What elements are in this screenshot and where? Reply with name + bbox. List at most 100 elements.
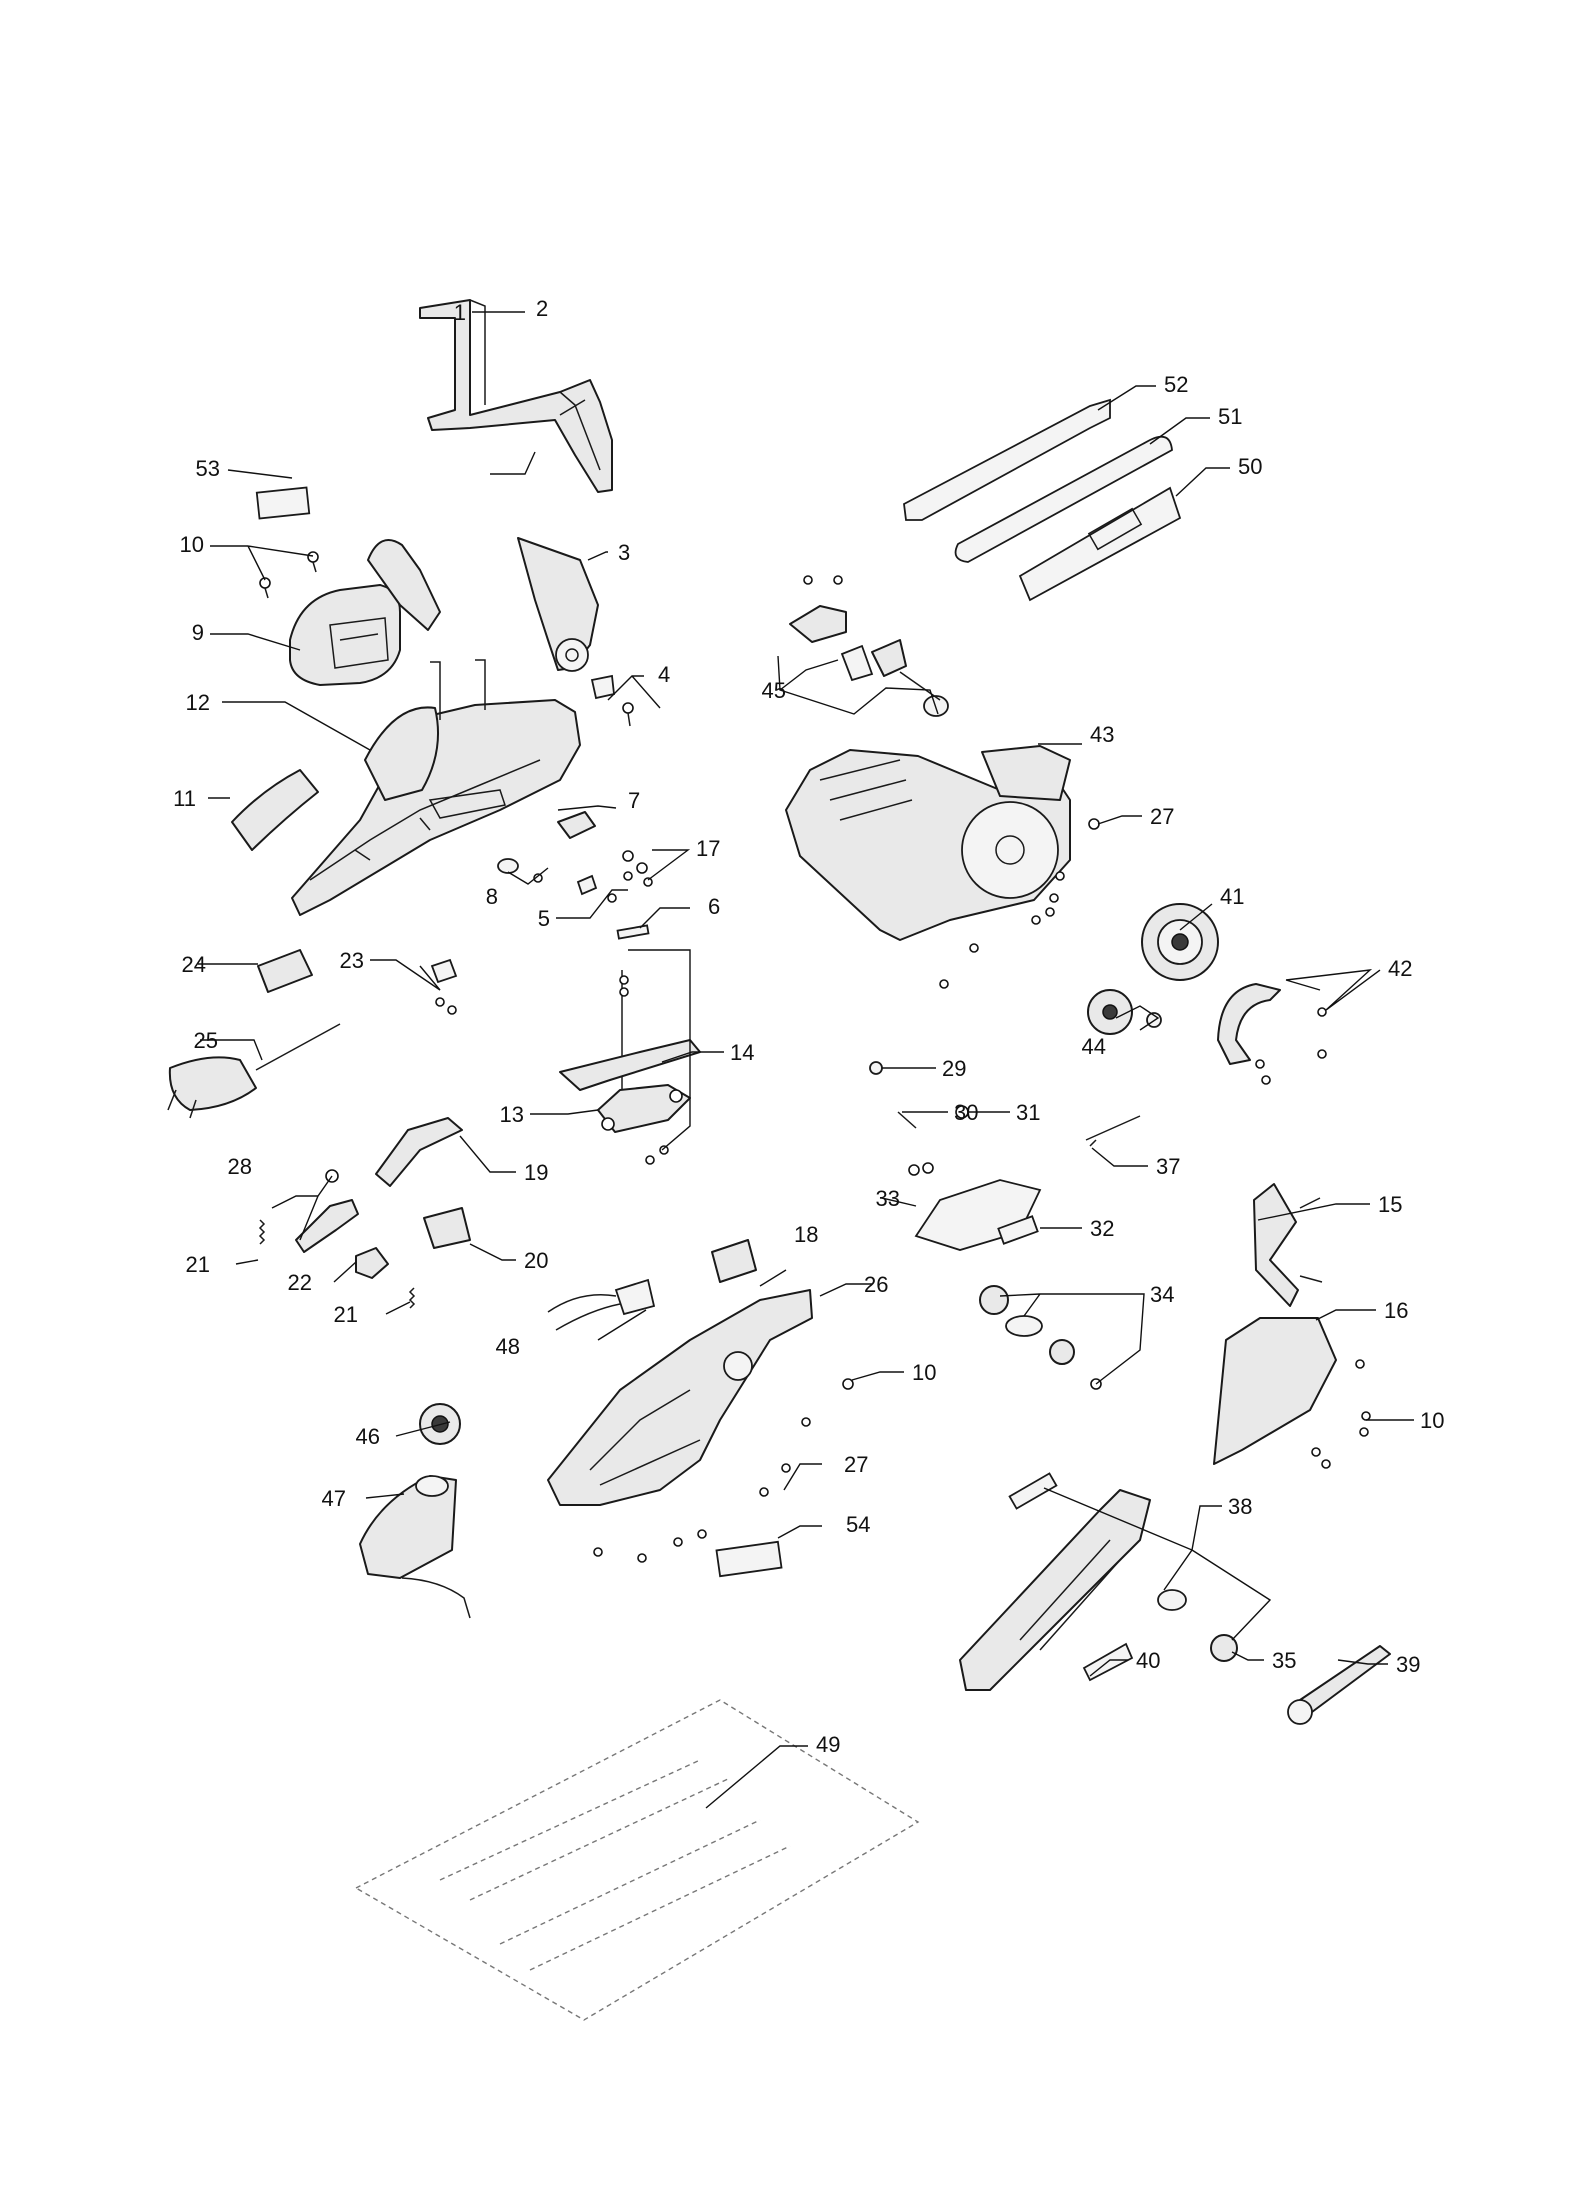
part-43-motor — [785, 745, 1071, 941]
part-52-guide-bar — [903, 398, 1111, 521]
callout-18: 18 — [794, 1222, 818, 1247]
callout-9: 9 — [192, 620, 204, 645]
part-22-cam — [355, 1247, 389, 1279]
callout-4: 4 — [658, 662, 670, 687]
part-24-cable-sleeve — [257, 949, 313, 993]
part-50-bar-cover — [1018, 486, 1182, 602]
callout-16: 16 — [1384, 1298, 1408, 1323]
part-21-springs — [258, 1219, 416, 1309]
part-13-14-switch-assembly — [559, 970, 701, 1165]
leader-lines — [198, 311, 1414, 1809]
part-25-power-plug — [167, 1023, 341, 1119]
callout-35: 35 — [1272, 1648, 1296, 1673]
callout-44: 44 — [1082, 1034, 1106, 1059]
callout-22: 22 — [288, 1270, 312, 1295]
part-53-label — [255, 486, 311, 520]
callout-20: 20 — [524, 1248, 548, 1273]
callout-19: 19 — [524, 1160, 548, 1185]
callout-21-left: 21 — [186, 1252, 210, 1277]
callout-13: 13 — [500, 1102, 524, 1127]
callout-6: 6 — [708, 894, 720, 919]
callout-3: 3 — [618, 540, 630, 565]
part-35-nut — [1157, 1589, 1238, 1662]
callout-1: 1 — [454, 300, 466, 325]
callout-43: 43 — [1090, 722, 1114, 747]
callout-labels: 1 2 3 4 5 6 7 8 9 10 10 10 11 12 13 14 1… — [173, 296, 1444, 1757]
part-51-saw-chain — [954, 435, 1173, 563]
part-39-wrench — [1287, 1645, 1391, 1725]
callout-33: 33 — [876, 1186, 900, 1211]
part-38-chain-cover — [959, 1472, 1151, 1691]
part-48-wiring — [547, 1278, 656, 1331]
part-8-washer — [497, 858, 543, 883]
part-32-tensioner-slide — [997, 1215, 1039, 1245]
callout-53: 53 — [196, 456, 220, 481]
part-19-trigger — [375, 1117, 463, 1187]
part-26-lower-housing — [547, 1289, 813, 1506]
callout-21-lower: 21 — [334, 1302, 358, 1327]
part-30-bolt — [897, 1111, 917, 1129]
callout-46: 46 — [356, 1424, 380, 1449]
part-9-handle-cover — [289, 539, 441, 686]
callout-26: 26 — [864, 1272, 888, 1297]
part-2-front-handle — [419, 299, 613, 493]
callout-5: 5 — [538, 906, 550, 931]
part-49-instruction-manual — [354, 1699, 920, 2021]
callout-24: 24 — [182, 952, 206, 977]
part-27-screws-lower — [593, 1417, 811, 1563]
part-20-switch — [423, 1207, 471, 1249]
callout-38: 38 — [1228, 1494, 1252, 1519]
callout-41: 41 — [1220, 884, 1244, 909]
part-5-spring-parts — [576, 874, 617, 903]
callout-37: 37 — [1156, 1154, 1180, 1179]
callout-12: 12 — [186, 690, 210, 715]
callout-50: 50 — [1238, 454, 1262, 479]
callout-15: 15 — [1378, 1192, 1402, 1217]
part-27-screws-motor — [939, 818, 1100, 989]
callout-40: 40 — [1136, 1648, 1160, 1673]
part-10-screws-top — [259, 551, 319, 599]
callout-17: 17 — [696, 836, 720, 861]
callout-29: 29 — [942, 1056, 966, 1081]
part-37-adjuster — [1085, 1115, 1141, 1147]
callout-47: 47 — [322, 1486, 346, 1511]
callout-54: 54 — [846, 1512, 870, 1537]
callout-28: 28 — [228, 1154, 252, 1179]
part-16-side-plate — [1213, 1317, 1371, 1469]
part-42-brake-band — [1217, 983, 1327, 1085]
part-45-bracket-group — [789, 575, 949, 717]
part-15-bumper-spike — [1253, 1183, 1323, 1307]
callout-27-top: 27 — [1150, 804, 1174, 829]
part-29-bushing — [869, 1061, 883, 1075]
callout-48: 48 — [496, 1334, 520, 1359]
callout-25: 25 — [194, 1028, 218, 1053]
callout-52: 52 — [1164, 372, 1188, 397]
part-3-brake-lever — [517, 537, 599, 672]
callout-45: 45 — [762, 678, 786, 703]
callout-7: 7 — [628, 788, 640, 813]
callout-10-top: 10 — [180, 532, 204, 557]
part-12-main-housing — [291, 659, 581, 916]
part-47-oil-tank — [359, 1475, 471, 1619]
part-23-clamp — [430, 958, 458, 1015]
part-17-small-parts — [622, 850, 653, 887]
callout-49: 49 — [816, 1732, 840, 1757]
callout-39: 39 — [1396, 1652, 1420, 1677]
part-41-gear — [1141, 903, 1219, 981]
callout-8: 8 — [486, 884, 498, 909]
part-10-screw-mid — [842, 1378, 854, 1390]
callout-30: 30 — [954, 1100, 978, 1125]
part-7-switch-part — [557, 811, 596, 839]
callout-2: 2 — [536, 296, 548, 321]
callout-32: 32 — [1090, 1216, 1114, 1241]
callout-31: 31 — [1016, 1100, 1040, 1125]
callout-27-bottom: 27 — [844, 1452, 868, 1477]
part-11-sleeve — [231, 769, 319, 851]
callout-42: 42 — [1388, 956, 1412, 981]
callout-23: 23 — [340, 948, 364, 973]
callout-14: 14 — [730, 1040, 754, 1065]
callout-34: 34 — [1150, 1282, 1174, 1307]
part-4-clip — [590, 674, 634, 727]
callout-11: 11 — [173, 786, 196, 811]
